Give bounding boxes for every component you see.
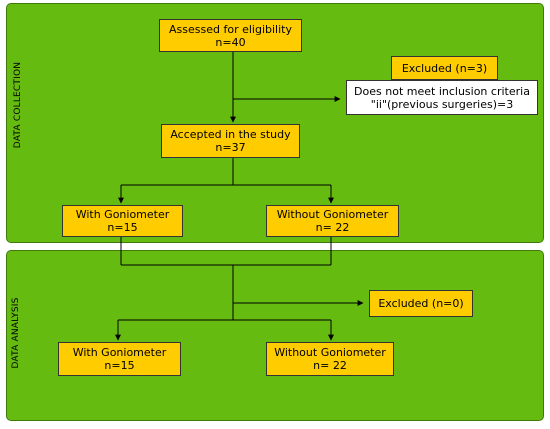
criteria-line2: "ii"(previous surgeries)=3 (370, 97, 514, 111)
excluded-top-box: Excluded (n=3) (391, 56, 498, 80)
with-goniometer-label-2: With Goniometer (72, 346, 167, 359)
criteria-line1: Does not meet inclusion criteria (354, 84, 530, 98)
without-goniometer-count-1: n= 22 (315, 221, 350, 234)
with-goniometer-count-1: n=15 (107, 221, 138, 234)
accepted-count: n=37 (215, 141, 246, 154)
without-goniometer-label-2: Without Goniometer (274, 346, 386, 359)
accepted-label: Accepted in the study (170, 128, 291, 141)
with-goniometer-label-1: With Goniometer (75, 208, 170, 221)
assessed-box: Assessed for eligibility n=40 (159, 19, 302, 52)
without-goniometer-count-2: n= 22 (313, 359, 347, 372)
excluded-bottom-box: Excluded (n=0) (369, 290, 473, 317)
with-goniometer-box-2: With Goniometer n=15 (58, 342, 181, 376)
accepted-box: Accepted in the study n=37 (161, 124, 300, 158)
excluded-top-label: Excluded (n=3) (401, 61, 488, 75)
with-goniometer-box-1: With Goniometer n=15 (62, 205, 183, 237)
criteria-box: Does not meet inclusion criteria "ii"(pr… (346, 80, 538, 115)
data-analysis-label: DATA ANALYSIS (11, 297, 21, 369)
assessed-count: n=40 (215, 35, 246, 49)
without-goniometer-label-1: Without Goniometer (276, 208, 389, 221)
assessed-label: Assessed for eligibility (169, 22, 292, 36)
with-goniometer-count-2: n=15 (104, 359, 135, 372)
data-collection-label: DATA COLLECTION (13, 61, 23, 149)
excluded-bottom-label: Excluded (n=0) (378, 297, 464, 310)
without-goniometer-box-2: Without Goniometer n= 22 (266, 342, 394, 376)
data-analysis-panel (6, 250, 544, 421)
without-goniometer-box-1: Without Goniometer n= 22 (266, 205, 399, 237)
